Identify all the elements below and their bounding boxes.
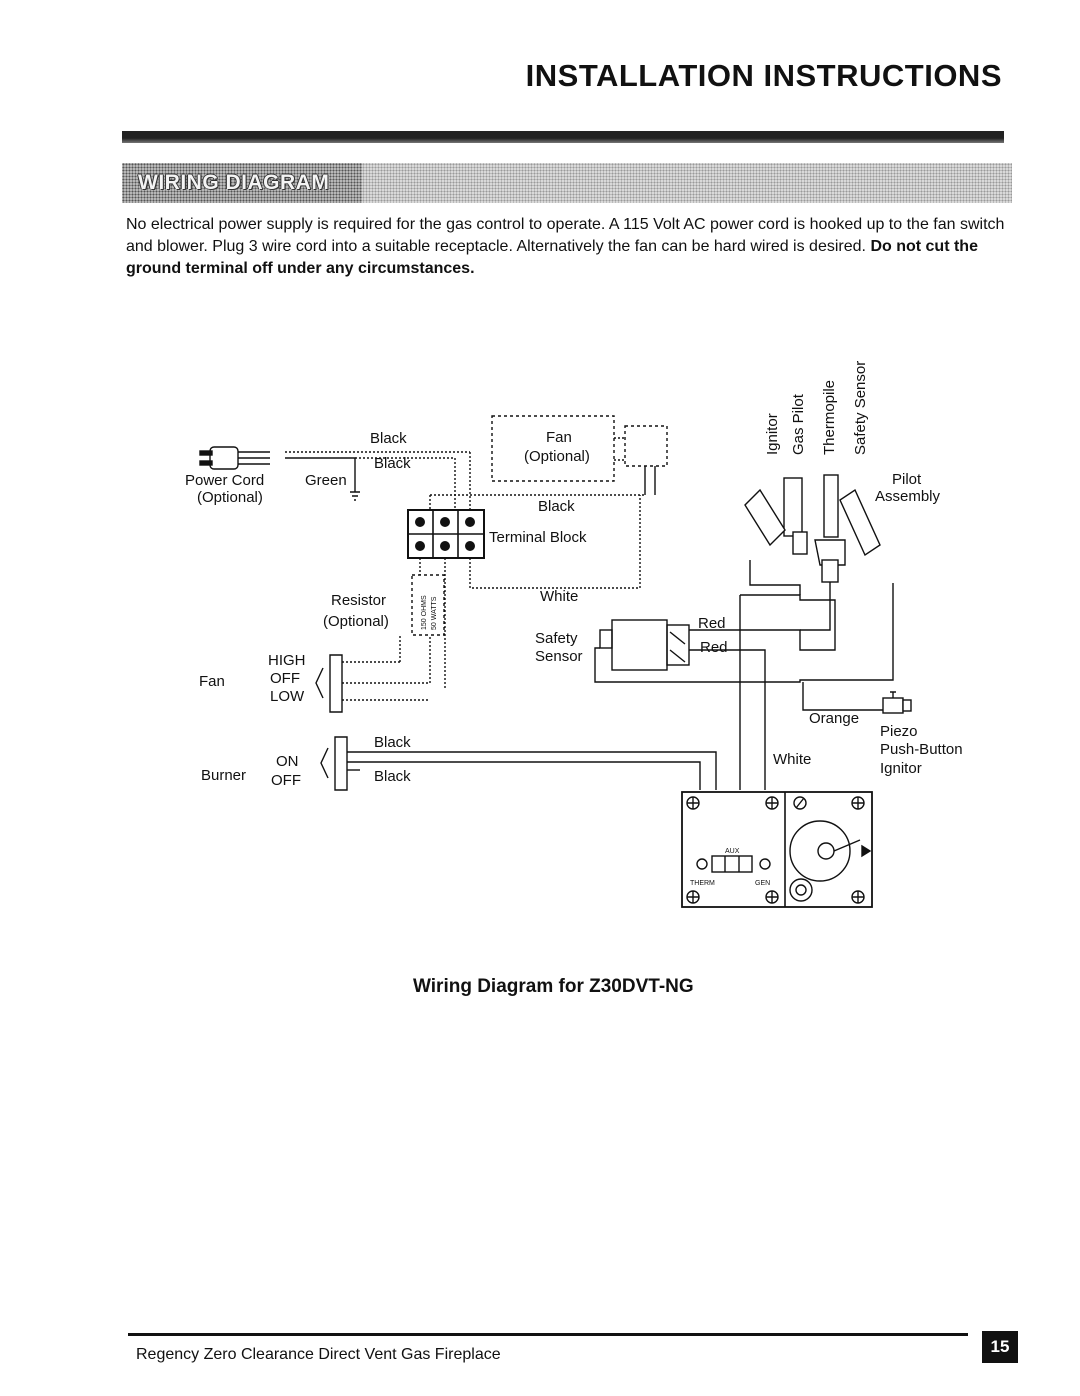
- label-white: White: [773, 751, 811, 768]
- label-pilot: Pilot: [892, 471, 922, 488]
- label-white: White: [540, 588, 578, 605]
- section-title: WIRING DIAGRAM: [138, 171, 330, 194]
- page-number: 15: [982, 1331, 1018, 1363]
- label-resistor-optional: (Optional): [323, 613, 389, 630]
- pilot-assembly-icon: [744, 474, 881, 583]
- intro-paragraph: No electrical power supply is required f…: [126, 214, 1006, 280]
- label-black: Black: [374, 734, 411, 751]
- label-gas-pilot-vertical: Gas Pilot: [790, 393, 807, 455]
- label-sensor: Sensor: [535, 648, 583, 665]
- label-therm: THERM: [690, 880, 715, 887]
- label-fan-switch: Fan: [199, 673, 225, 690]
- page-title: INSTALLATION INSTRUCTIONS: [525, 58, 1002, 93]
- wiring-diagram: Black Black Power Cord (Optional) Green …: [185, 361, 963, 908]
- label-piezo: Piezo: [880, 723, 918, 740]
- label-fan: Fan: [546, 429, 572, 446]
- label-off: OFF: [270, 670, 300, 687]
- label-fan-optional: (Optional): [524, 448, 590, 465]
- label-black: Black: [370, 430, 407, 447]
- label-resistor: Resistor: [331, 592, 386, 609]
- label-black: Black: [374, 768, 411, 785]
- footer-text: Regency Zero Clearance Direct Vent Gas F…: [136, 1346, 501, 1363]
- intro-text: No electrical power supply is required f…: [126, 216, 1005, 255]
- label-green: Green: [305, 472, 347, 489]
- label-black: Black: [538, 498, 575, 515]
- label-assembly: Assembly: [875, 488, 941, 505]
- label-low: LOW: [270, 688, 305, 705]
- label-resistor-watts: 50 WATTS: [431, 596, 438, 630]
- label-black: Black: [374, 455, 411, 472]
- label-on: ON: [276, 753, 299, 770]
- label-optional: (Optional): [197, 489, 263, 506]
- label-ignitor: Ignitor: [880, 760, 922, 777]
- power-cord-plug-icon: [199, 446, 270, 470]
- label-red: Red: [698, 615, 726, 632]
- figure-caption: Wiring Diagram for Z30DVT-NG: [413, 976, 694, 997]
- label-high: HIGH: [268, 652, 306, 669]
- label-off: OFF: [271, 772, 301, 789]
- section-band: [122, 163, 1012, 203]
- label-ignitor-vertical: Ignitor: [764, 413, 781, 455]
- label-red: Red: [700, 639, 728, 656]
- footer-rule: [128, 1333, 968, 1336]
- label-resistor-ohms: 150 OHMS: [421, 595, 428, 630]
- label-gen: GEN: [755, 880, 770, 887]
- label-terminal-block: Terminal Block: [489, 529, 587, 546]
- label-thermopile-vertical: Thermopile: [821, 380, 838, 455]
- label-push-button: Push-Button: [880, 741, 963, 758]
- header-rule: [122, 131, 1004, 143]
- label-safety-sensor-vertical: Safety Sensor: [852, 361, 869, 455]
- label-power-cord: Power Cord: [185, 472, 264, 489]
- label-safety: Safety: [535, 630, 578, 647]
- label-aux: AUX: [725, 848, 740, 855]
- label-orange: Orange: [809, 710, 859, 727]
- intro-warning: Do not cut the ground terminal off under…: [126, 238, 978, 277]
- label-burner: Burner: [201, 767, 246, 784]
